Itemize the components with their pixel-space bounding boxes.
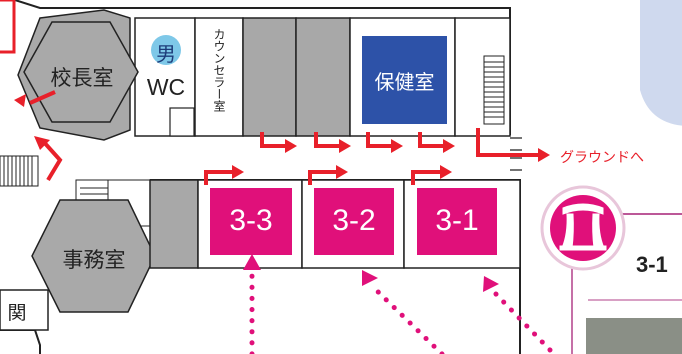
info-bubble (640, 0, 682, 126)
classroom-3-1-label: 3-1 (435, 204, 479, 237)
entrance-box (0, 289, 49, 331)
storage-room-2 (295, 17, 351, 137)
classroom-3-3-label: 3-3 (229, 204, 273, 237)
wc-men-badge (151, 35, 181, 65)
office-room (31, 199, 156, 313)
dotted-arrow-heads (243, 254, 499, 292)
health-room-label: 保健室 (374, 70, 435, 94)
classroom-3-3[interactable] (210, 188, 292, 255)
wc-label: WC (146, 74, 186, 100)
storage-room-1 (242, 17, 297, 137)
curtain-icon (559, 203, 607, 251)
office-room-label: 事務室 (62, 248, 126, 272)
wc-men-mark: 男 (156, 42, 176, 66)
wc-door (169, 107, 195, 137)
classroom-3-2[interactable] (314, 188, 394, 255)
panel-heading: 3-1 (636, 252, 668, 277)
classroom-3-1[interactable] (417, 188, 497, 255)
classroom-3-2-label: 3-2 (332, 204, 376, 237)
dotted-route-arrows (249, 272, 553, 354)
info-panel-photo (586, 318, 682, 354)
route-arrows (29, 90, 538, 185)
stairs-upper-right (483, 55, 505, 125)
partial-red-room (0, 0, 16, 54)
to-ground-label: グラウンドへ (560, 150, 644, 166)
entrance-label: 関 (7, 302, 27, 324)
arrow-heads (14, 94, 550, 179)
principal-office-label: 校長室 (50, 66, 114, 90)
counselor-room-label: カウンセラー室 (212, 28, 226, 112)
health-room (362, 36, 447, 124)
counselor-room (194, 17, 244, 137)
corridor-block (149, 179, 199, 269)
stairs-left (0, 155, 39, 187)
principal-office-hex (23, 21, 139, 123)
exit-door-marks (510, 137, 522, 171)
